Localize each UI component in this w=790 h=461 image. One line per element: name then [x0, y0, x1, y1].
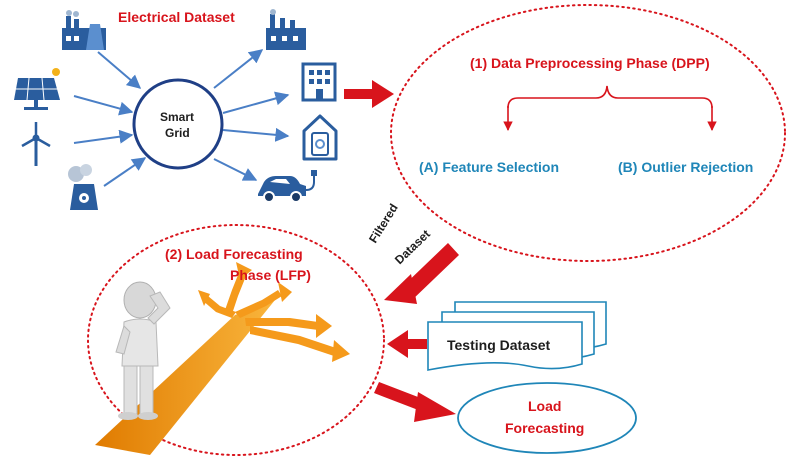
lfp-phase-ellipse [87, 224, 385, 456]
crossroad-branch-arrows [198, 262, 350, 362]
testing-dataset-stack [427, 301, 607, 371]
arrow-factory-to-grid [97, 51, 142, 89]
outlier-rejection-label: (B) Outlier Rejection [618, 159, 754, 175]
nuclear-plant-icon [68, 164, 98, 210]
decision-crossroads-illustration [95, 262, 350, 455]
smart-grid-label-line1: Smart [160, 110, 195, 124]
load-forecasting-label-line2: Forecasting [505, 420, 585, 436]
testing-dataset-label: Testing Dataset [447, 337, 551, 353]
consumer-arrows [213, 49, 290, 181]
arrow-grid-to-car [213, 158, 258, 181]
industry-icon [266, 9, 306, 50]
arrow-grid-to-home [222, 127, 290, 142]
electric-car-icon [258, 170, 317, 203]
thinking-person-figure [115, 281, 171, 420]
dpp-phase-title: (1) Data Preprocessing Phase (DPP) [470, 55, 710, 71]
arrow-grid-to-industry [213, 49, 264, 89]
load-forecasting-label-line1: Load [528, 398, 562, 414]
arrow-solar-to-grid [73, 95, 134, 116]
smart-home-icon [302, 114, 338, 161]
smart-grid-hub [132, 78, 224, 170]
arrow-dpp-to-lfp [384, 243, 459, 304]
factory-icon [62, 10, 106, 50]
arrow-wind-to-grid [73, 129, 134, 144]
source-arrows [73, 51, 147, 187]
lfp-phase-title-line1: (2) Load Forecasting [165, 246, 303, 262]
arrow-nuclear-to-grid [103, 157, 147, 187]
load-forecasting-node [457, 382, 637, 454]
arrow-testing-to-lfp [387, 330, 427, 358]
building-icon [301, 62, 337, 102]
electrical-dataset-title: Electrical Dataset [118, 9, 235, 25]
solar-panel-icon [14, 68, 60, 110]
dpp-brace [503, 85, 717, 131]
arrow-grid-to-dpp [344, 80, 394, 108]
lfp-phase-title-line2: Phase (LFP) [230, 267, 311, 283]
wind-turbine-icon [21, 122, 51, 166]
dpp-phase-ellipse [390, 4, 786, 262]
testing-dataset-document [427, 321, 583, 371]
arrow-lfp-to-output [374, 382, 456, 422]
arrow-grid-to-building [222, 91, 290, 114]
smart-grid-label-line2: Grid [165, 126, 190, 140]
feature-selection-label: (A) Feature Selection [419, 159, 560, 175]
